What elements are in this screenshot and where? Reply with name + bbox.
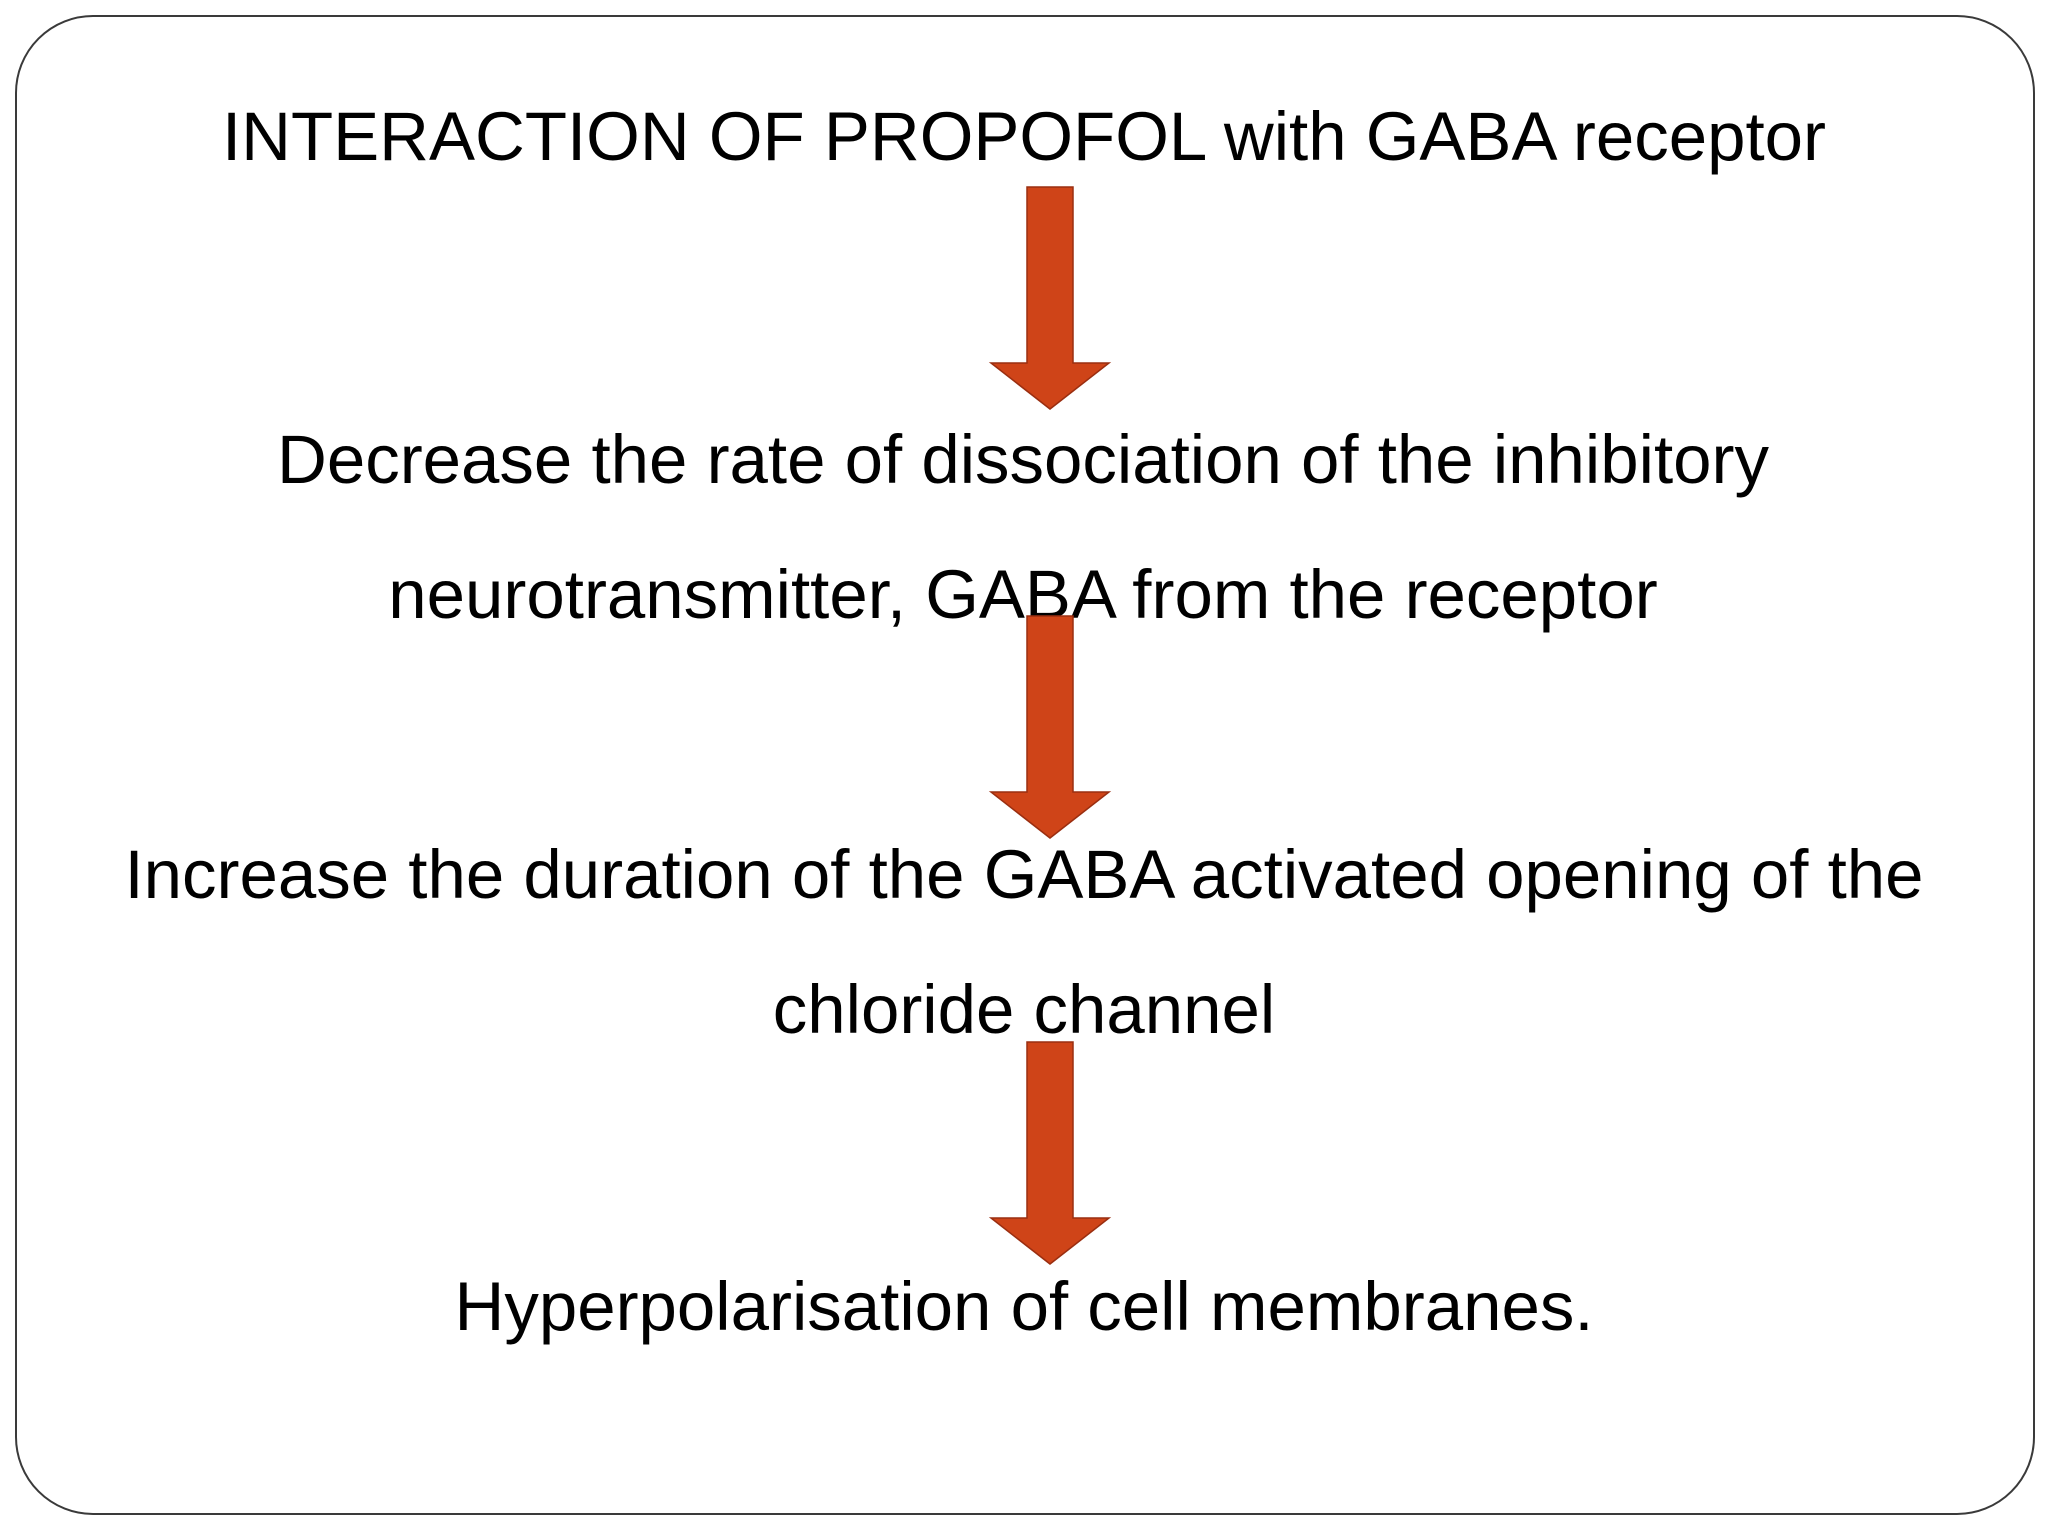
slide-frame [15, 15, 2035, 1515]
flow-step-1-text: INTERACTION OF PROPOFOL with GABA recept… [222, 98, 1826, 175]
flow-step-4: Hyperpolarisation of cell membranes. [0, 1262, 2048, 1352]
flow-step-2-line-2: neurotransmitter, GABA from the receptor [388, 556, 1658, 633]
flow-step-2-line-1: Decrease the rate of dissociation of the… [277, 421, 1769, 498]
flow-step-1: INTERACTION OF PROPOFOL with GABA recept… [0, 92, 2048, 182]
flow-step-3-line-1: Increase the duration of the GABA activa… [124, 836, 1924, 913]
down-arrow-icon [988, 615, 1112, 839]
down-arrow-icon [988, 1041, 1112, 1265]
flow-step-3-line-2: chloride channel [772, 971, 1276, 1048]
flow-step-3: Increase the duration of the GABA activa… [30, 807, 2018, 1077]
flow-step-4-text: Hyperpolarisation of cell membranes. [454, 1268, 1594, 1345]
down-arrow-icon [988, 186, 1112, 410]
flow-step-2: Decrease the rate of dissociation of the… [198, 392, 1848, 662]
